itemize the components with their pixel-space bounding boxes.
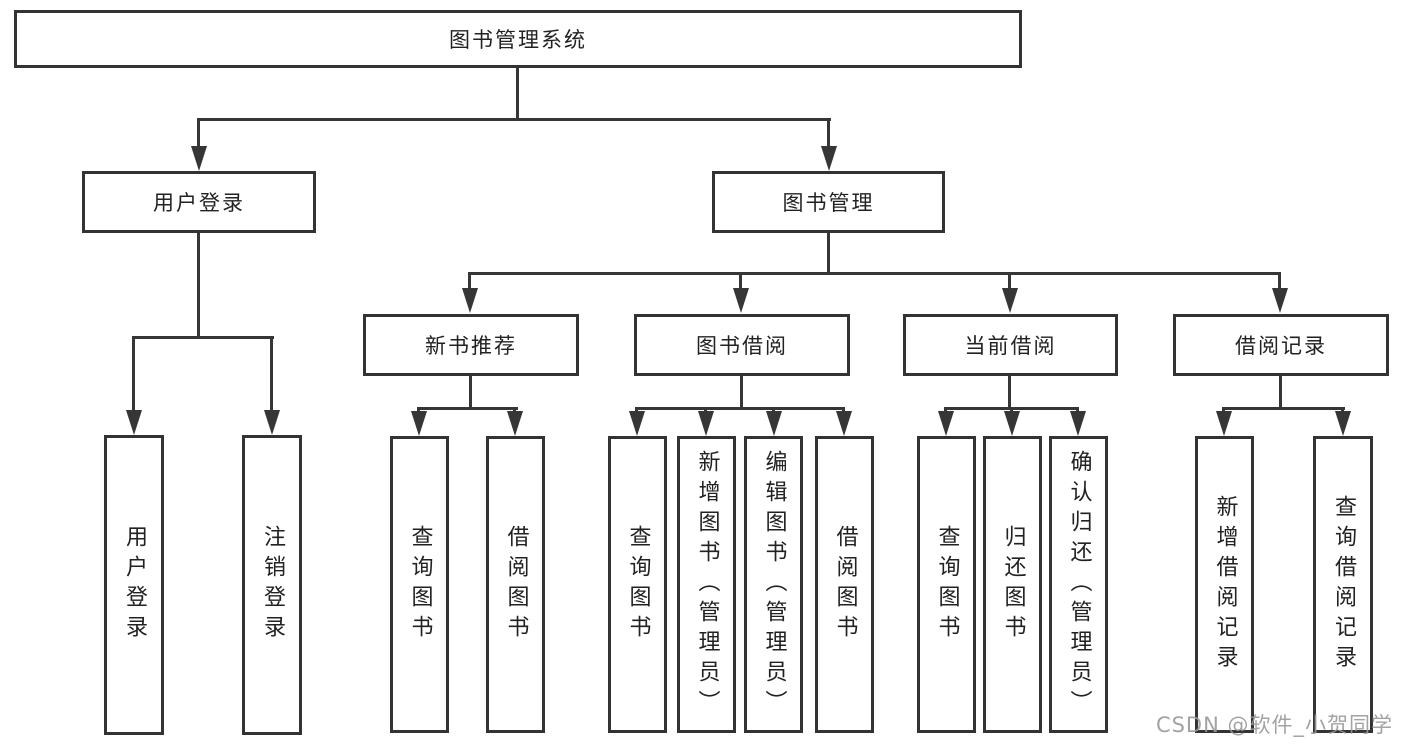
arrowhead-icon bbox=[462, 288, 478, 313]
connector-line bbox=[132, 336, 135, 411]
arrowhead-icon bbox=[733, 288, 749, 313]
arrowhead-icon bbox=[507, 411, 523, 436]
node-book-borrowing: 图书借阅 bbox=[634, 314, 850, 376]
node-user-login: 用户登录 bbox=[82, 171, 316, 233]
arrowhead-icon bbox=[629, 411, 645, 436]
connector-line bbox=[417, 407, 518, 410]
node-book-management: 图书管理 bbox=[712, 171, 945, 233]
connector-line bbox=[469, 376, 472, 407]
connector-line bbox=[197, 233, 200, 336]
arrowhead-icon bbox=[264, 410, 280, 435]
connector-line bbox=[740, 376, 743, 407]
connector-line bbox=[827, 233, 830, 272]
connector-line bbox=[1008, 376, 1011, 407]
arrowhead-icon bbox=[1272, 288, 1288, 313]
leaf-add-borrow-record: 新增借阅记录 bbox=[1195, 436, 1254, 733]
arrowhead-icon bbox=[1070, 411, 1086, 436]
leaf-edit-books-admin: 编辑图书（管理员） bbox=[744, 436, 803, 733]
leaf-logout: 注销登录 bbox=[242, 435, 302, 735]
leaf-user-login: 用户登录 bbox=[104, 435, 164, 735]
leaf-query-books-borrowing: 查询图书 bbox=[608, 436, 667, 733]
node-new-book-recommendation: 新书推荐 bbox=[363, 314, 579, 376]
connector-line bbox=[739, 272, 742, 289]
connector-line bbox=[635, 407, 845, 410]
connector-line bbox=[1278, 272, 1281, 289]
connector-line bbox=[270, 336, 273, 411]
arrowhead-icon bbox=[1004, 411, 1020, 436]
watermark: CSDN @软件_小贺同学 bbox=[1155, 713, 1393, 737]
arrowhead-icon bbox=[938, 411, 954, 436]
leaf-borrow-books: 借阅图书 bbox=[815, 436, 874, 733]
connector-line bbox=[1008, 272, 1011, 289]
leaf-query-books-recommend: 查询图书 bbox=[390, 436, 449, 733]
arrowhead-icon bbox=[821, 146, 837, 171]
arrowhead-icon bbox=[191, 146, 207, 171]
node-borrowing-records: 借阅记录 bbox=[1173, 314, 1389, 376]
node-current-borrowing: 当前借阅 bbox=[903, 314, 1118, 376]
connector-line bbox=[1279, 376, 1282, 407]
connector-line bbox=[468, 272, 471, 289]
connector-line bbox=[827, 118, 830, 146]
connector-line bbox=[197, 118, 200, 146]
arrowhead-icon bbox=[766, 411, 782, 436]
arrowhead-icon bbox=[1216, 411, 1232, 436]
leaf-query-books-current: 查询图书 bbox=[917, 436, 976, 733]
leaf-query-borrow-record: 查询借阅记录 bbox=[1313, 436, 1373, 733]
connector-line bbox=[1222, 407, 1345, 410]
connector-line bbox=[468, 272, 1281, 275]
connector-line bbox=[133, 336, 274, 339]
arrowhead-icon bbox=[126, 410, 142, 435]
leaf-confirm-return-admin: 确认归还（管理员） bbox=[1049, 436, 1108, 733]
arrowhead-icon bbox=[698, 411, 714, 436]
leaf-borrow-books-recommend: 借阅图书 bbox=[486, 436, 545, 733]
node-library-management-system: 图书管理系统 bbox=[14, 10, 1022, 68]
arrowhead-icon bbox=[411, 411, 427, 436]
connector-line bbox=[197, 118, 831, 121]
arrowhead-icon bbox=[836, 411, 852, 436]
arrowhead-icon bbox=[1002, 288, 1018, 313]
connector-line bbox=[516, 68, 519, 118]
leaf-return-books: 归还图书 bbox=[983, 436, 1042, 733]
arrowhead-icon bbox=[1335, 411, 1351, 436]
leaf-add-books-admin: 新增图书（管理员） bbox=[677, 436, 736, 733]
